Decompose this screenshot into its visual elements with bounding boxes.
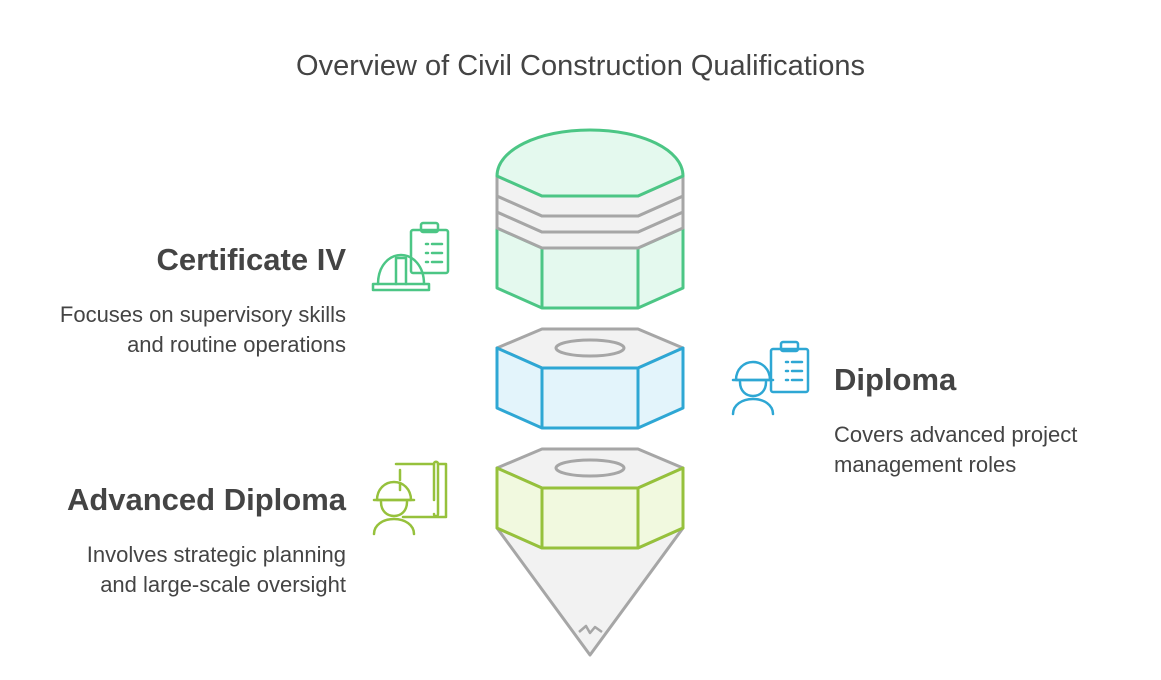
advanced-diploma-nut-hole	[554, 458, 626, 478]
diploma-nut-face	[540, 368, 640, 428]
diagram-title: Overview of Civil Construction Qualifica…	[296, 50, 865, 82]
worker-clipboard-icon	[731, 340, 810, 416]
worker-blueprint-icon	[372, 460, 448, 536]
certificate-iv-description: Focuses on supervisory skills and routin…	[60, 300, 346, 360]
certificate-iv-description-line-1: Focuses on supervisory skills	[59, 302, 346, 327]
diploma-nut-hole	[554, 338, 626, 358]
certificate-iv-prism-face	[540, 248, 640, 308]
advanced-diploma-heading: Advanced Diploma	[66, 482, 346, 517]
advanced-diploma-description-line-1: Involves strategic planning	[86, 542, 346, 567]
advanced-diploma-description: Involves strategic planning and large-sc…	[87, 540, 346, 600]
diploma-description-line-1: Covers advanced project	[834, 422, 1078, 447]
certificate-iv-cap	[495, 128, 685, 198]
diploma-description-line-2: management roles	[834, 452, 1017, 477]
advanced-diploma-nut-face	[540, 488, 640, 548]
advanced-diploma-block	[495, 447, 685, 657]
certificate-iv-heading: Certificate IV	[156, 242, 346, 277]
certificate-iv-description-line-2: and routine operations	[127, 332, 346, 357]
certificate-iv-block	[495, 128, 685, 310]
advanced-diploma-cone-tip	[578, 624, 603, 635]
hard-hat-clipboard-icon	[371, 221, 450, 292]
diploma-description: Covers advanced project management roles	[834, 420, 1077, 480]
diploma-heading: Diploma	[834, 362, 957, 397]
advanced-diploma-description-line-2: and large-scale oversight	[100, 572, 346, 597]
diploma-block	[495, 327, 685, 430]
